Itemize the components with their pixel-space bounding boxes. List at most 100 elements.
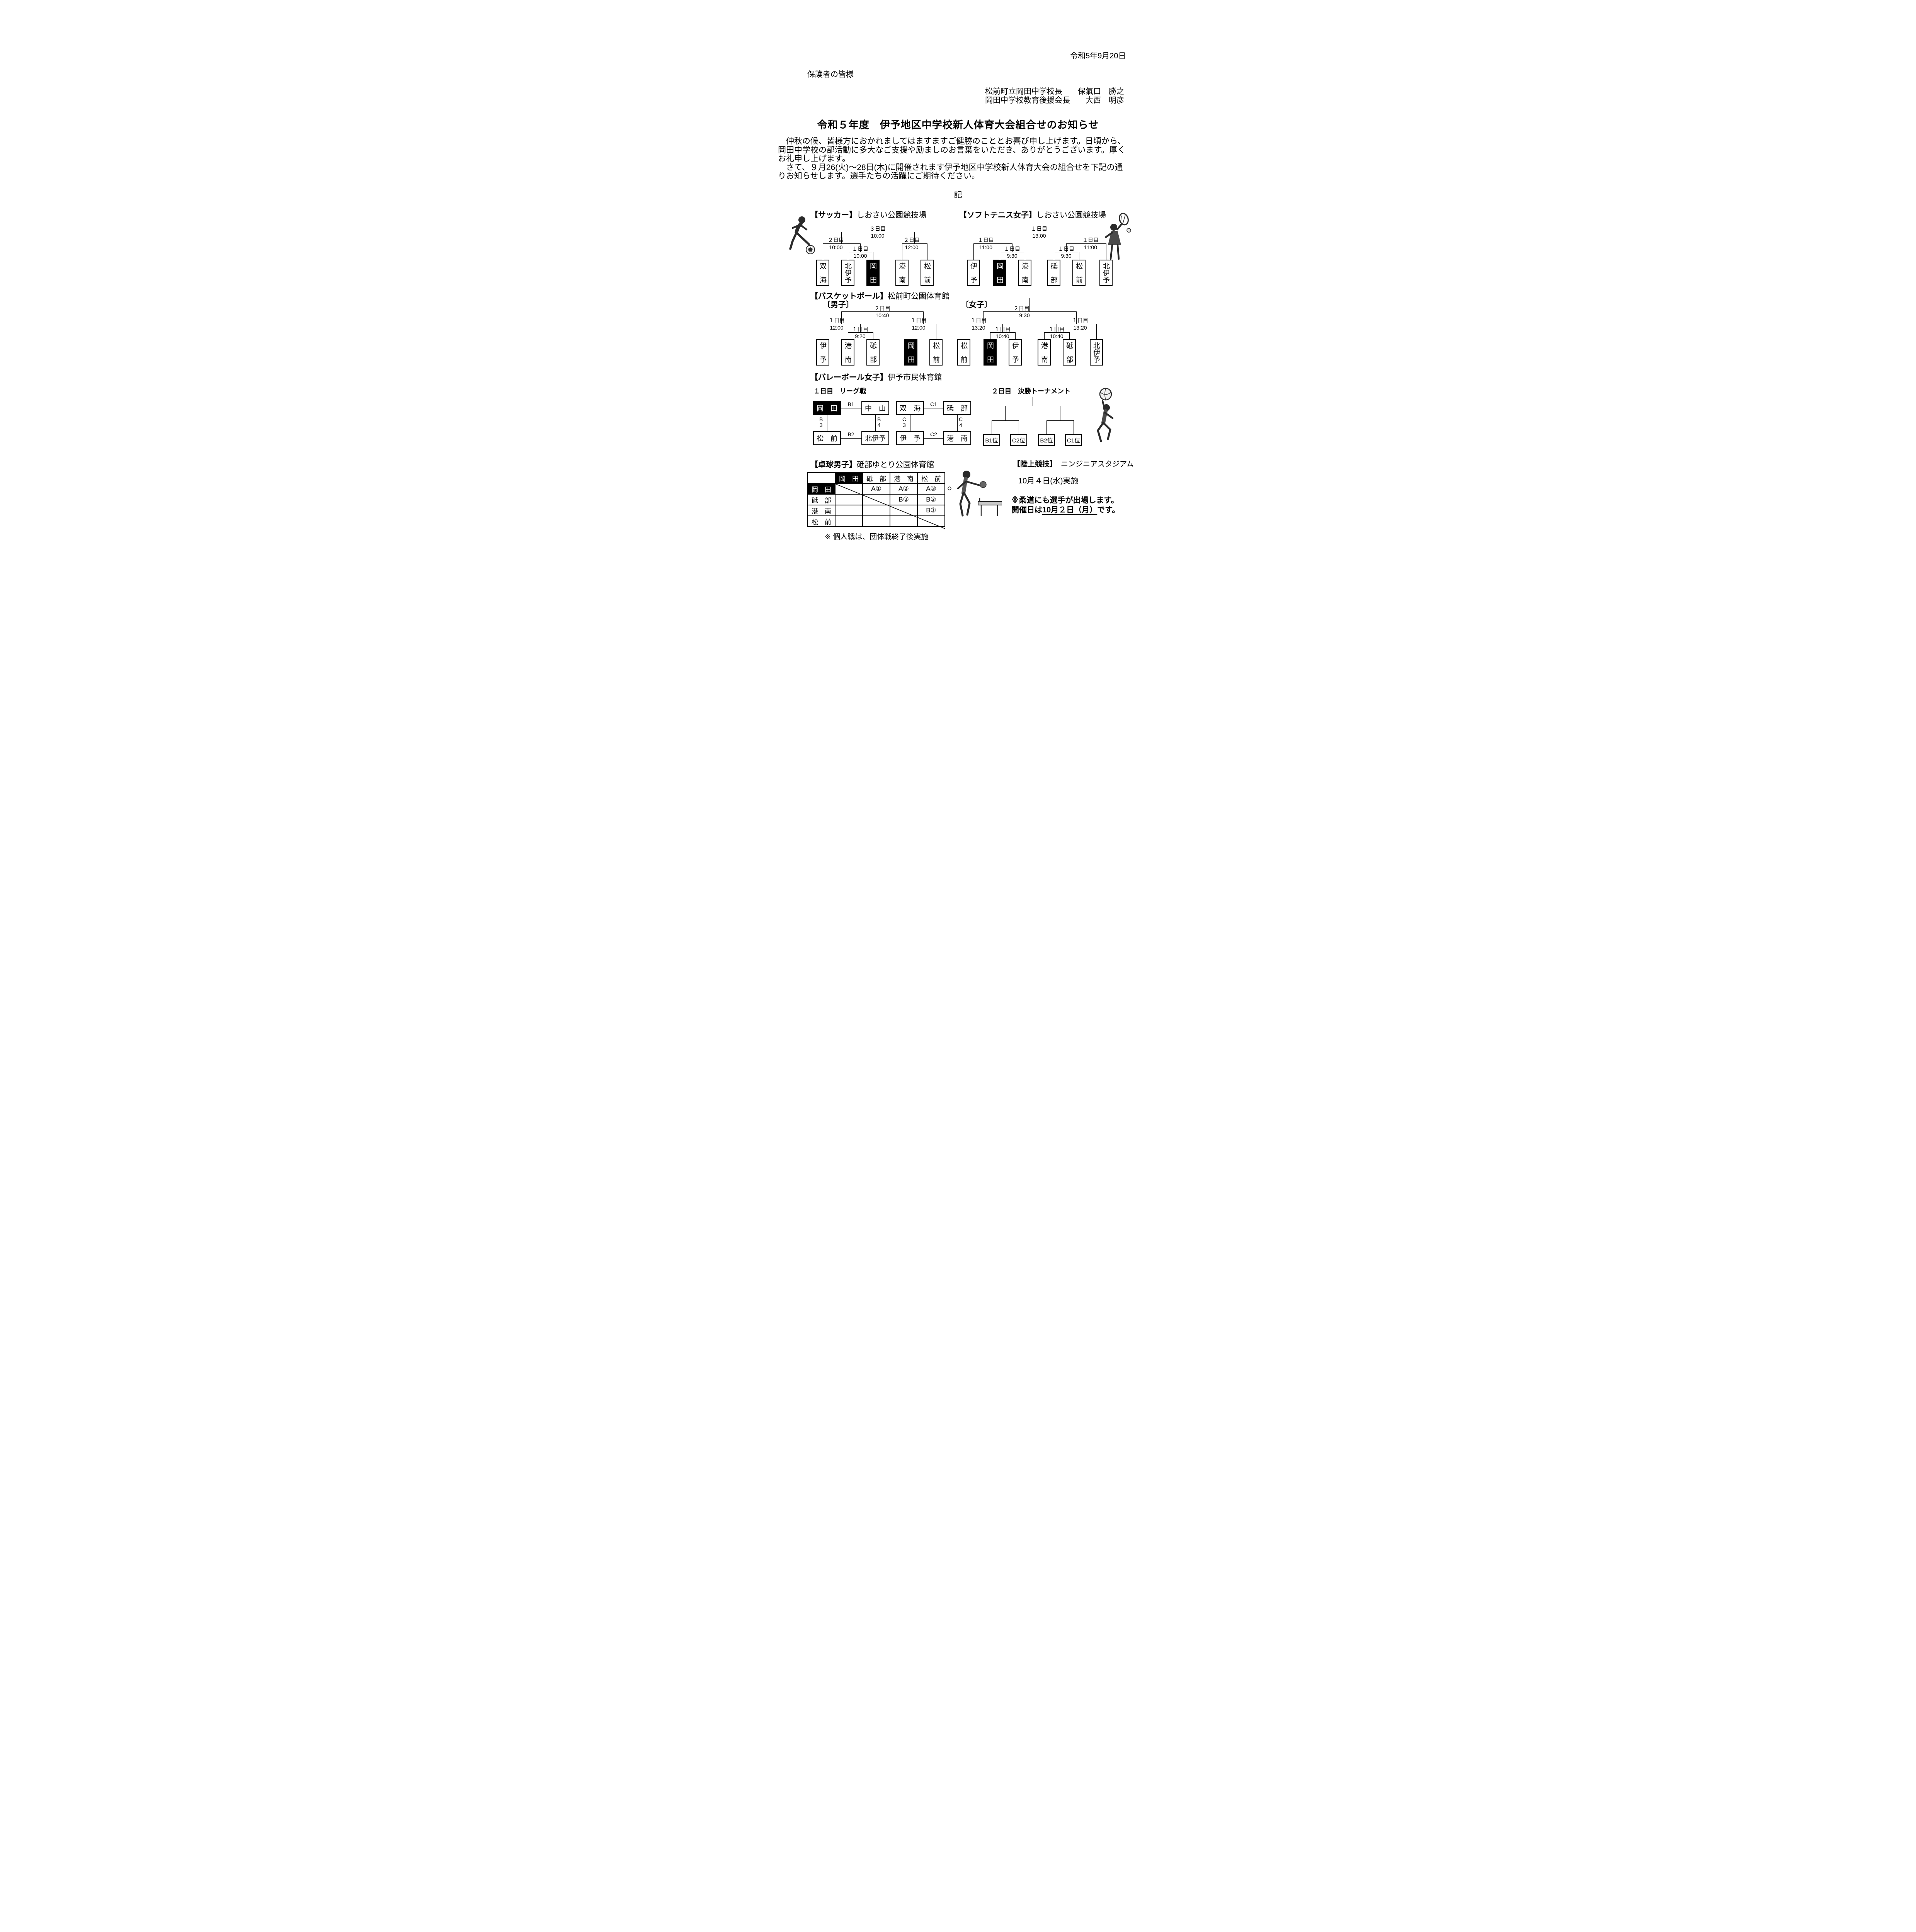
result-cell (835, 515, 863, 527)
body-line: りお知らせします。選手たちの活躍にご期待ください。 (778, 172, 980, 180)
league-line (924, 438, 943, 439)
league-line (957, 415, 958, 431)
match-time-label: 11:00 (1084, 244, 1097, 250)
bracket-line (1046, 420, 1047, 434)
soccer-label: 【サッカー】 (810, 211, 857, 219)
result-cell (835, 483, 863, 495)
judo-note-line1: ※柔道にも選手が出場します。 (1011, 496, 1119, 505)
match-day-label: １日目 (910, 317, 927, 323)
tennis-heading: 【ソフトテニス女子】しおさい公園競技場 (959, 209, 1106, 220)
seed-slot: B2位 (1038, 434, 1055, 446)
team-box: 北伊予 (1099, 260, 1113, 286)
volleyball-label: 【バレーボール女子】 (810, 373, 888, 382)
league-match-label: C1 (930, 401, 937, 407)
team-box: 双 海 (816, 260, 829, 286)
bracket-line (848, 332, 873, 333)
match-time-label: 9:30 (1061, 253, 1072, 259)
team-box: 砥 部 (1047, 260, 1060, 286)
seed-slot: B1位 (983, 434, 1000, 446)
bracket-line (1044, 332, 1069, 333)
table-row: 松 前 (807, 515, 945, 527)
result-cell: B② (917, 494, 945, 505)
tennis-venue: しおさい公園競技場 (1036, 211, 1106, 219)
league-match-label: C2 (930, 431, 937, 437)
team-box: 松 前 (957, 339, 970, 366)
basketball-men-label: 〔男子〕 (823, 301, 854, 309)
result-cell: B③ (890, 494, 918, 505)
match-day-label: １日目 (978, 237, 994, 243)
match-time-label: 9:30 (1007, 253, 1018, 259)
league-team-box: 中 山 (861, 401, 889, 415)
team-box: 松 前 (921, 260, 934, 286)
result-cell (890, 515, 918, 527)
tabletennis-player-illustration (948, 471, 1002, 517)
seed-slot: C1位 (1065, 434, 1082, 446)
result-cell (917, 515, 945, 527)
team-box: 港 南 (1038, 339, 1051, 366)
bracket-line (1005, 406, 1006, 420)
col-header-cell: 岡 田 (835, 472, 863, 484)
match-time-label: 9:20 (855, 333, 866, 339)
result-cell: A① (862, 483, 890, 495)
judo-note-suffix: です。 (1097, 506, 1120, 514)
match-time-label: 12:00 (905, 244, 919, 250)
team-box: 砥 部 (866, 339, 880, 366)
bracket-line (1046, 420, 1074, 421)
result-cell (835, 505, 863, 516)
judo-note-prefix: 開催日は (1011, 506, 1042, 514)
salutation: 保護者の皆様 (807, 70, 854, 79)
athletics-label: 【陸上競技】 (1013, 460, 1057, 468)
result-cell (862, 494, 890, 505)
league-team-box: 松 前 (813, 431, 841, 445)
match-time-label: 12:00 (912, 325, 926, 331)
match-time-label: 10:00 (829, 244, 843, 250)
bracket-line (1015, 332, 1016, 339)
bracket-line (992, 420, 1019, 421)
ki-label: 記 (954, 190, 962, 199)
match-day-label: ２日目 (874, 305, 890, 311)
match-time-label: 10:40 (875, 312, 889, 318)
match-day-label: １日目 (1058, 246, 1074, 252)
match-time-label: 13:20 (1073, 325, 1087, 331)
soccer-heading: 【サッカー】しおさい公園競技場 (810, 209, 926, 220)
match-day-label: １日目 (1004, 246, 1020, 252)
bracket-line (1029, 298, 1030, 311)
volleyball-day1-label: １日目 リーグ戦 (813, 388, 866, 395)
league-team-box-highlighted: 岡 田 (813, 401, 841, 415)
athletics-date: 10月４日(水)実施 (1018, 477, 1079, 485)
tabletennis-note: ※ 個人戦は、団体戦終了後実施 (825, 533, 929, 541)
match-day-label: １日目 (1082, 237, 1099, 243)
athletics-venue: ニンジニアスタジアム (1061, 460, 1134, 468)
league-match-label: C 4 (959, 416, 963, 428)
seed-slot: C2位 (1010, 434, 1027, 446)
soccer-player-illustration (789, 216, 815, 254)
bracket-line (860, 324, 861, 332)
document-page: 令和5年9月20日 保護者の皆様 松前町立岡田中学校長 保氣口 勝之 岡田中学校… (745, 0, 1171, 602)
body-line: 仲秋の候、皆様方におかれましてはますますご健勝のこととお喜び申し上げます。日頃か… (778, 137, 1126, 146)
team-box: 砥 部 (1063, 339, 1076, 366)
team-box: 松 前 (929, 339, 943, 366)
soccer-venue: しおさい公園競技場 (857, 211, 926, 219)
match-day-label: １日目 (1072, 317, 1088, 323)
table-row: 岡 田 A① A② A③ (807, 483, 945, 495)
body-line: さて、９月26(火)～28日(木)に開催されます伊予地区中学校新人体育大会の組合… (778, 163, 1123, 172)
col-header-cell: 松 前 (917, 472, 945, 484)
match-day-label: １日目 (852, 326, 868, 332)
result-cell (862, 505, 890, 516)
bracket-line (841, 311, 842, 324)
bracket-line (983, 311, 1076, 312)
league-match-label: B 3 (819, 416, 823, 428)
league-team-box: 砥 部 (943, 401, 971, 415)
table-row: 砥 部 B③ B② (807, 494, 945, 505)
match-time-label: 9:30 (1019, 312, 1030, 318)
bracket-line (860, 243, 861, 252)
bracket-line (1066, 243, 1106, 244)
col-header-cell: 港 南 (890, 472, 918, 484)
result-cell (862, 515, 890, 527)
bracket-line (973, 243, 974, 260)
team-box: 港 南 (1018, 260, 1031, 286)
basketball-venue: 松前町公園体育館 (888, 292, 949, 301)
volleyball-heading: 【バレーボール女子】伊予市民体育館 (810, 371, 942, 382)
result-cell: A② (890, 483, 918, 495)
league-match-label: B2 (847, 431, 854, 437)
